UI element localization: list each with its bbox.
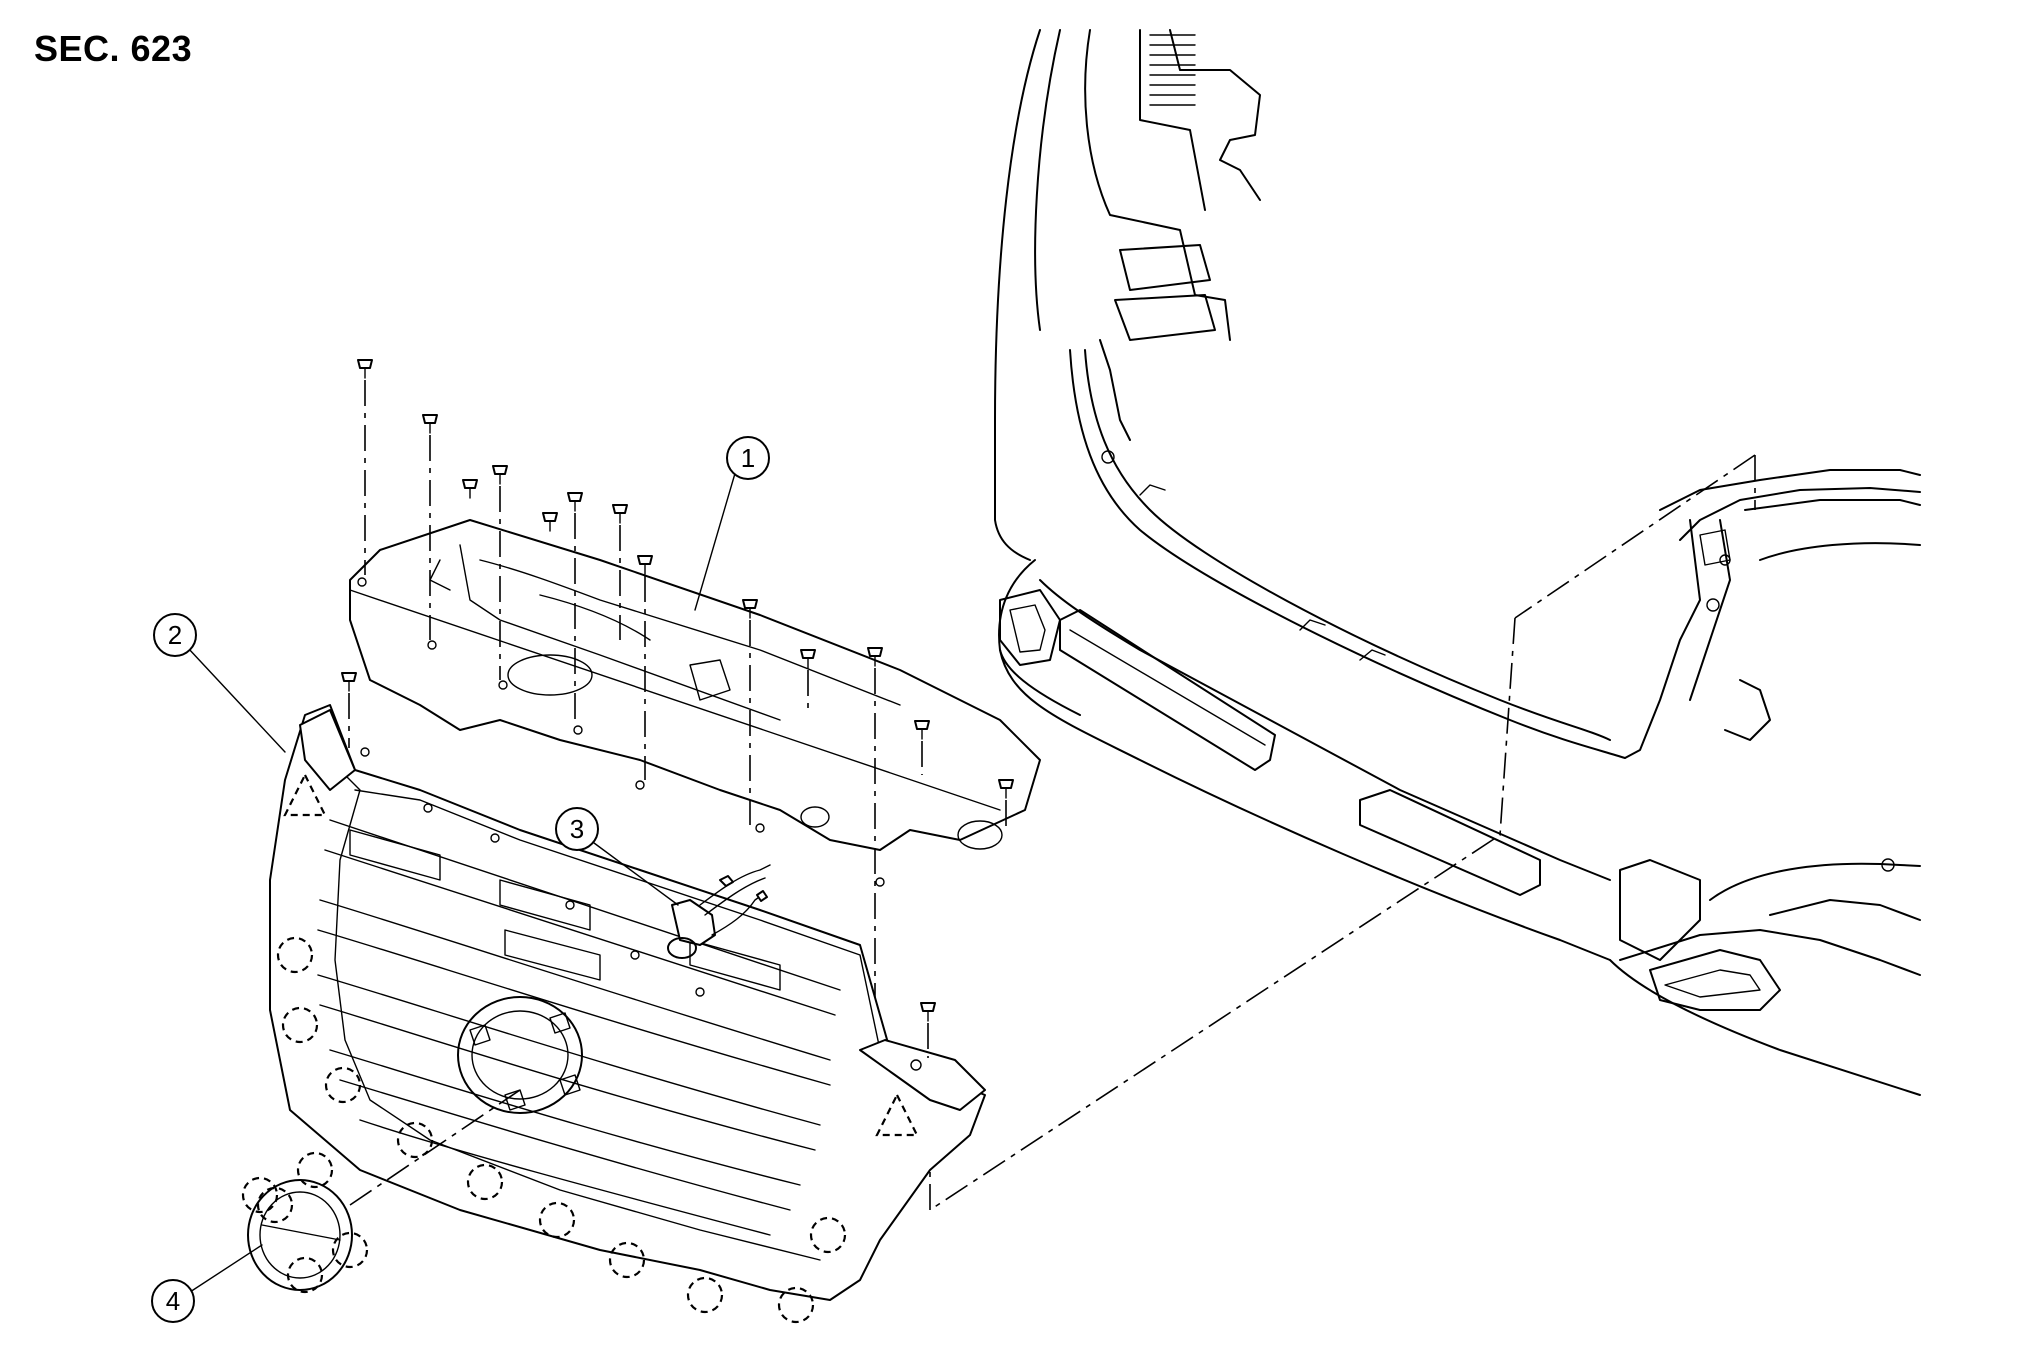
callout-3: 3 — [555, 807, 679, 906]
callout-2: 2 — [153, 613, 286, 753]
dashed-circle-clip-icon — [466, 1163, 504, 1201]
grille-emblem — [241, 1089, 521, 1294]
callout-4: 4 — [151, 1244, 263, 1323]
grille-clip-screws — [341, 672, 936, 1058]
dashed-circle-clip-icon — [286, 1256, 324, 1294]
dashed-triangle-pawl-icon — [283, 772, 327, 817]
clip-screw-icon — [422, 414, 438, 640]
dashed-circle-clip-icon — [608, 1241, 646, 1279]
callout-4-number: 4 — [166, 1286, 180, 1316]
grille-sensor-bracket — [667, 864, 771, 959]
clip-screw-icon — [637, 555, 653, 780]
alignment-lines — [929, 454, 1756, 1211]
dashed-circle-clip-icon — [396, 1121, 434, 1159]
section-label: SEC. 623 — [34, 28, 193, 69]
clip-screw-icon — [341, 672, 357, 748]
callout-3-number: 3 — [570, 814, 584, 844]
vehicle-front-end — [994, 29, 1921, 1096]
clip-screw-icon — [914, 720, 930, 775]
clip-screw-icon — [612, 504, 628, 640]
clip-screw-icon — [492, 465, 508, 680]
callout-1: 1 — [694, 436, 770, 611]
cover-clip-screws — [357, 359, 1014, 1045]
callout-1-number: 1 — [741, 443, 755, 473]
clip-screw-icon — [462, 479, 478, 499]
clip-screw-icon — [998, 779, 1014, 828]
pawl-markers — [283, 772, 919, 1137]
callout-2-number: 2 — [168, 620, 182, 650]
dashed-circle-clip-icon — [324, 1066, 362, 1104]
clip-screw-icon — [920, 1002, 936, 1058]
dashed-triangle-pawl-icon — [875, 1092, 919, 1137]
clip-screw-icon — [542, 512, 558, 532]
upper-grille-cover — [349, 519, 1041, 887]
dashed-circle-clip-icon — [777, 1286, 815, 1324]
dashed-circle-clip-icon — [276, 936, 314, 974]
dashed-circle-clip-icon — [241, 1176, 279, 1214]
dashed-circle-clip-icon — [256, 1186, 294, 1224]
dashed-circle-clip-icon — [331, 1231, 369, 1269]
dashed-circle-clip-icon — [538, 1201, 576, 1239]
clip-screw-icon — [800, 649, 816, 712]
dashed-circle-clip-icon — [281, 1006, 319, 1044]
grille-clip-markers — [276, 936, 847, 1324]
dashed-circle-clip-icon — [296, 1151, 334, 1189]
clip-screw-icon — [567, 492, 583, 725]
dashed-circle-clip-icon — [686, 1276, 724, 1314]
clip-screw-icon — [867, 647, 883, 1045]
dashed-circle-clip-icon — [809, 1216, 847, 1254]
clip-screw-icon — [742, 599, 758, 825]
clip-screw-icon — [357, 359, 373, 575]
front-grille — [269, 704, 986, 1301]
